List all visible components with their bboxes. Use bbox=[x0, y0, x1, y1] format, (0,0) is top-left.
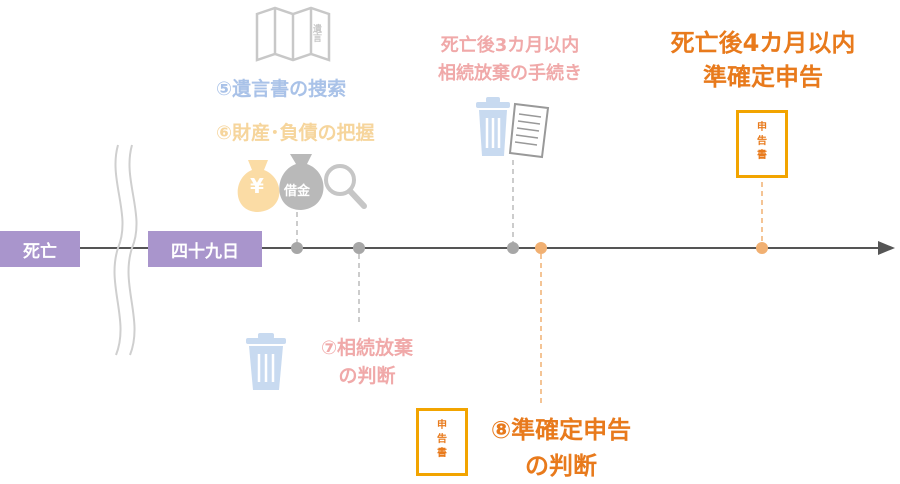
final-tax-deadline-label: 死亡後4カ月以内 準確定申告 bbox=[640, 26, 886, 94]
trash-can-icon bbox=[476, 97, 510, 156]
dot-renounce-decision bbox=[353, 242, 365, 254]
money-bag-icon bbox=[237, 160, 280, 212]
form-char: 書 bbox=[437, 448, 447, 459]
dot-final-tax-deadline bbox=[756, 242, 768, 254]
final-tax-decision-line1: ⑧準確定申告 bbox=[490, 416, 632, 444]
form-char: 告 bbox=[437, 434, 447, 445]
renounce-deadline-line1: 死亡後3カ月以内 bbox=[440, 35, 580, 56]
final-tax-decision-line2: の判断 bbox=[525, 452, 597, 480]
debt-bag-text: 借金 bbox=[284, 184, 311, 199]
death-label: 死亡 bbox=[23, 241, 57, 262]
final-tax-decision-label: ⑧準確定申告 の判断 bbox=[466, 412, 656, 484]
day49-box: 四十九日 bbox=[148, 231, 262, 267]
dot-final-tax-decision bbox=[535, 242, 547, 254]
time-break-icon bbox=[113, 144, 138, 356]
renounce-deadline-label: 死亡後3カ月以内 相続放棄の手続き bbox=[400, 32, 620, 88]
tax-form-icon-2: 申 告 書 bbox=[416, 408, 468, 476]
will-document-icon bbox=[255, 6, 331, 62]
form-char: 申 bbox=[437, 420, 447, 431]
paper-document-icon bbox=[508, 102, 550, 159]
renounce-deadline-line2: 相続放棄の手続き bbox=[438, 63, 582, 84]
axis-arrow-icon bbox=[878, 241, 895, 255]
yen-symbol: ¥ bbox=[250, 174, 264, 198]
asset-survey-label: ⑥財産･負債の把握 bbox=[216, 122, 375, 144]
dot-renounce-deadline bbox=[507, 242, 519, 254]
dot-asset-survey bbox=[291, 242, 303, 254]
final-tax-deadline-line1: 死亡後4カ月以内 bbox=[670, 29, 856, 57]
renounce-decision-line2: の判断 bbox=[338, 365, 396, 387]
final-tax-deadline-line2: 準確定申告 bbox=[703, 63, 823, 91]
form-char: 書 bbox=[757, 150, 767, 161]
renounce-decision-label: ⑦相続放棄 の判断 bbox=[292, 334, 442, 390]
day49-label: 四十九日 bbox=[171, 241, 239, 262]
debt-bag-icon bbox=[279, 154, 324, 210]
magnifier-icon bbox=[324, 164, 367, 209]
death-box: 死亡 bbox=[0, 231, 80, 267]
will-icon-text: 遺言 bbox=[311, 24, 321, 42]
form-char: 告 bbox=[757, 136, 767, 147]
form-char: 申 bbox=[757, 122, 767, 133]
renounce-decision-line1: ⑦相続放棄 bbox=[320, 337, 414, 359]
will-search-label: ⑤遺言書の捜索 bbox=[216, 78, 347, 100]
trash-can-icon-2 bbox=[246, 333, 286, 390]
tax-form-icon: 申 告 書 bbox=[736, 110, 788, 178]
